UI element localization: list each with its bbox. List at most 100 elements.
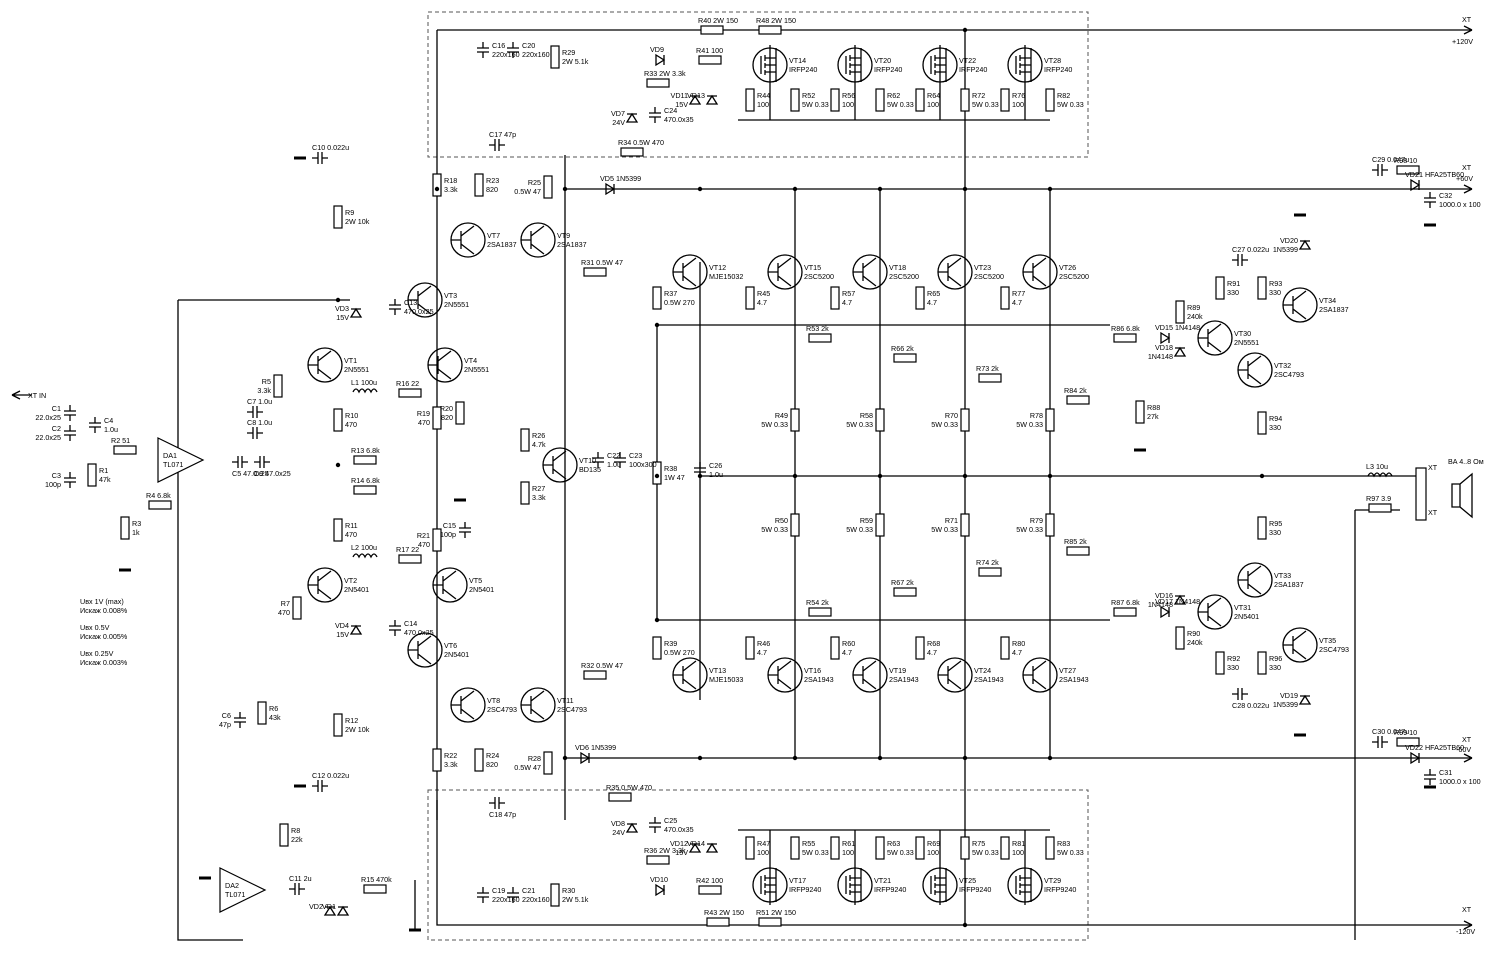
resistor-label: R42 100: [696, 876, 723, 885]
capacitor-ref: C15: [443, 521, 456, 530]
feedback-loop: [177, 299, 416, 941]
resistor-ref: R89: [1187, 303, 1200, 312]
capacitor-label: C12 0.022u: [312, 771, 349, 780]
resistor-value: 4.7: [927, 298, 937, 307]
resistor-ref: R47: [757, 839, 770, 848]
junction-dot: [962, 755, 968, 761]
resistor-value: 1k: [132, 528, 140, 537]
mosfet-columns: [769, 45, 1026, 905]
resistor-value: 4.7: [757, 298, 767, 307]
connector-minus60-label: -60V: [1456, 745, 1471, 754]
resistor-ref: R77: [1012, 289, 1025, 298]
mosfet-ref: VT22: [959, 56, 976, 65]
resistor-value: 2W 5.1k: [562, 895, 589, 904]
resistor-ref: R49: [775, 411, 788, 420]
resistor-label: R35 0.5W 470: [606, 783, 652, 792]
diode-label: VD17 1N4148: [1155, 597, 1200, 606]
resistor-r32: R32 0.5W 47: [581, 661, 623, 680]
resistor-value: 100: [927, 848, 939, 857]
resistor-ref: R60: [842, 639, 855, 648]
junction-dot: [962, 27, 968, 33]
resistor-r42: R42 100: [696, 876, 723, 895]
resistor-ref: R62: [887, 91, 900, 100]
resistor-r84: R84 2k: [1064, 386, 1090, 405]
resistor-ref: R46: [757, 639, 770, 648]
diode-vd9: VD9: [650, 45, 666, 67]
resistor-value: 0.5W 270: [664, 298, 695, 307]
connector-input-label: XT IN: [28, 391, 46, 400]
mosfet-type: IRFP9240: [959, 885, 991, 894]
supply-left-lower: [436, 800, 572, 926]
diode-ref: VD13: [687, 91, 705, 100]
resistor-label: R41 100: [696, 46, 723, 55]
resistor-ref: R44: [757, 91, 770, 100]
transistor-ref: VT13: [709, 666, 726, 675]
terminal-arrow-icon: [1463, 920, 1473, 930]
transistor-ref: VT35: [1319, 636, 1336, 645]
capacitor-value: 1.0u: [709, 470, 723, 479]
transistor-ref: VT9: [557, 231, 570, 240]
resistor-label: R13 6.8k: [351, 446, 380, 455]
diode-value: 1N4148: [1148, 352, 1173, 361]
resistor-value: 43k: [269, 713, 281, 722]
capacitor-label: C11 2u: [289, 874, 312, 883]
resistor-ref: R50: [775, 516, 788, 525]
junction-dot: [877, 186, 883, 192]
resistor-value: 4.7k: [532, 440, 546, 449]
transistor-type: MJE15033: [709, 675, 743, 684]
resistor-ref: R3: [132, 519, 141, 528]
capacitor-value: 22.0x25: [35, 433, 61, 442]
transistor-type: 2SA1837: [1319, 305, 1349, 314]
resistor-value: 5W 0.33: [931, 525, 958, 534]
resistor-value: 3.3k: [444, 760, 458, 769]
connector-plus60-ref: XT: [1462, 163, 1472, 172]
capacitor-value: 470.0x35: [664, 825, 694, 834]
capacitor-c27: C27 0.022u: [1232, 245, 1269, 266]
transistor-ref: VT1: [344, 356, 357, 365]
mosfet-ref: VT14: [789, 56, 806, 65]
transistor-ref: VT26: [1059, 263, 1076, 272]
capacitor-label: C30 0.047u: [1372, 727, 1409, 736]
mosfet-type: IRFP240: [874, 65, 902, 74]
resistor-value: 5W 0.33: [802, 848, 829, 857]
transistor-type: 2SA1837: [487, 240, 517, 249]
resistor-value: 4.7: [757, 648, 767, 657]
resistor-ref: R70: [945, 411, 958, 420]
resistor-r85: R85 2k: [1064, 537, 1090, 556]
junction-dot: [697, 473, 703, 479]
capacitor-ref: C2: [52, 424, 61, 433]
resistor-ref: R57: [842, 289, 855, 298]
resistor-ref: R9: [345, 208, 354, 217]
resistor-r33: R33 2W 3.3k: [644, 69, 686, 88]
speaker-terminal-block: [1415, 467, 1427, 521]
resistor-ref: R21: [417, 531, 430, 540]
resistor-label: R31 0.5W 47: [581, 258, 623, 267]
capacitor-value: 1.0u: [607, 460, 621, 469]
opamp-ref: DA2: [225, 881, 239, 890]
inductor-label: L2 100u: [351, 543, 377, 552]
